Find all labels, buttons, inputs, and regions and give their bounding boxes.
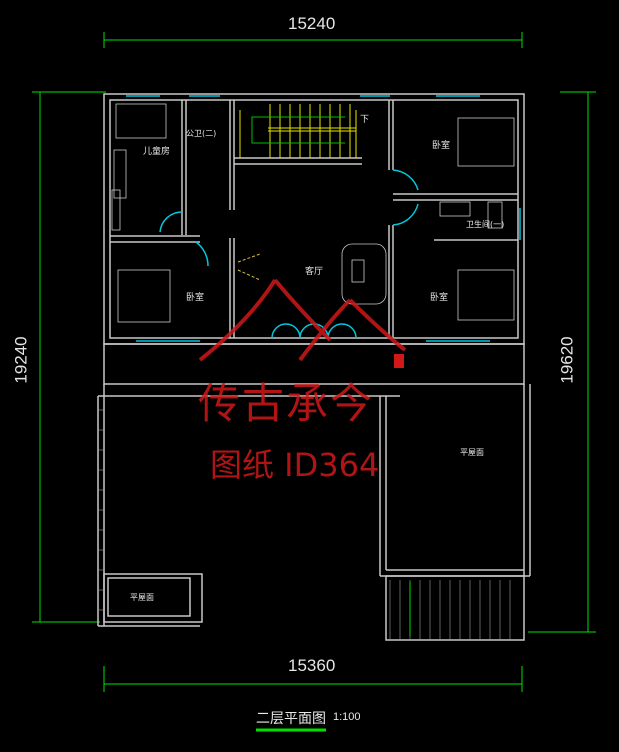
- drawing-scale: 1:100: [333, 711, 361, 723]
- staircase: [239, 104, 357, 158]
- watermark-id: 图纸 ID364: [210, 446, 380, 484]
- label-public-bath: 公卫(二): [186, 129, 217, 138]
- drawing-title: 二层平面图: [256, 711, 326, 727]
- label-flat-roof-southwest: 平屋面: [130, 593, 154, 602]
- dimension-top: 15240: [288, 14, 336, 33]
- dimension-left: 19240: [11, 336, 31, 384]
- label-bedroom-e: 卧室: [430, 293, 449, 303]
- label-bath-one: 卫生间(一): [466, 220, 505, 229]
- label-living-room: 客厅: [305, 267, 324, 277]
- dimension-right: 19620: [557, 336, 577, 384]
- watermark-seal: [394, 354, 404, 368]
- label-kids-room: 儿童房: [143, 147, 171, 157]
- label-bedroom-ne: 卧室: [432, 141, 451, 151]
- watermark-brand: 传古承今: [198, 379, 375, 428]
- label-bedroom-w: 卧室: [186, 293, 205, 303]
- walls: [97, 93, 531, 641]
- dimension-lines: [32, 32, 596, 692]
- dimension-bottom: 15360: [288, 656, 336, 675]
- label-stair-down: 下: [360, 115, 370, 125]
- furniture: [111, 103, 515, 323]
- tv-sightline: [237, 253, 261, 281]
- watermark-logo: [198, 278, 407, 362]
- label-flat-roof-east: 平屋面: [460, 448, 484, 457]
- stair-direction-arrow: [251, 116, 345, 144]
